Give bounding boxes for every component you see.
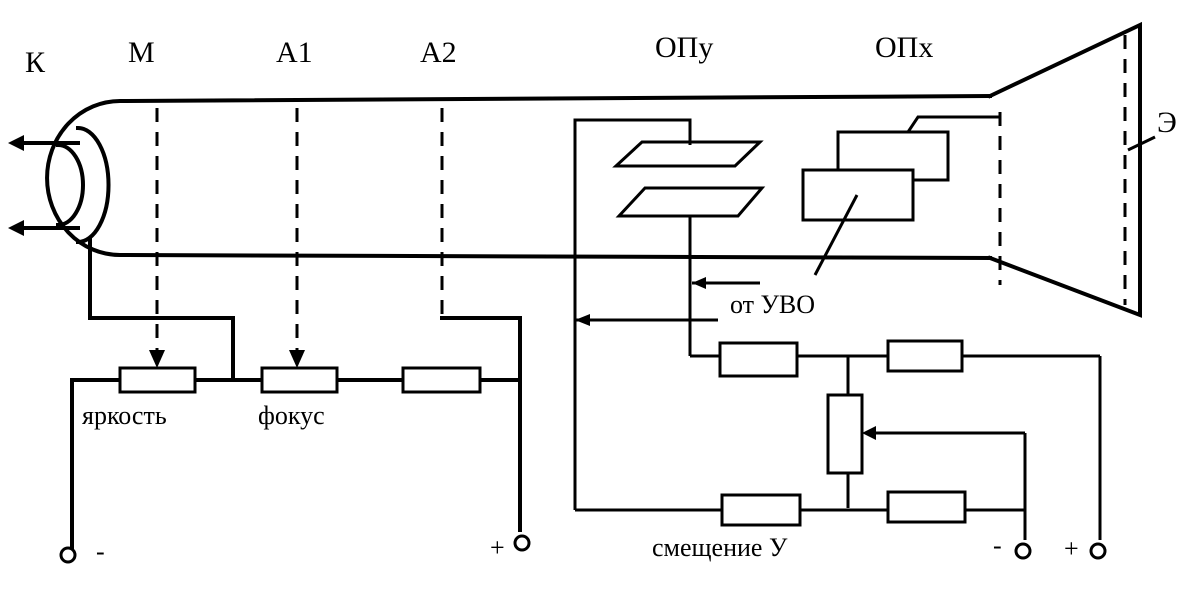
resistor-y-left <box>718 341 799 378</box>
terminal-plus-left-label: + <box>490 533 505 562</box>
plates-x <box>801 115 1000 222</box>
label-cathode: К <box>25 46 46 79</box>
terminal-minus-right-label: - <box>993 531 1002 560</box>
resistor-right-top <box>886 339 964 373</box>
label-modulator: М <box>128 36 155 69</box>
right-circuit-wiring <box>573 118 1102 540</box>
focus-label: фокус <box>258 401 325 430</box>
brightness-resistor[interactable] <box>118 366 197 394</box>
terminal-plus-right[interactable] <box>1089 542 1107 560</box>
label-anode1: А1 <box>276 36 313 69</box>
label-screen: Э <box>1157 106 1177 139</box>
focus-resistor[interactable] <box>260 366 339 394</box>
label-anode2: А2 <box>420 36 457 69</box>
label-plates-y: ОПу <box>655 31 713 64</box>
resistor-right-bottom <box>886 490 967 524</box>
from-uvo-label: от УВО <box>730 290 815 319</box>
left-divider-wiring <box>70 238 522 550</box>
terminal-plus-left[interactable] <box>513 534 531 552</box>
terminal-minus-left[interactable] <box>59 546 77 564</box>
bias-y-label: смещение У <box>652 533 788 562</box>
bias-y-resistor <box>720 493 802 527</box>
terminal-minus-right[interactable] <box>1014 542 1032 560</box>
terminal-minus-left-label: - <box>96 537 105 566</box>
crt-tube <box>45 21 1156 318</box>
brightness-label: яркость <box>82 401 167 430</box>
anode2-resistor <box>401 366 482 394</box>
cathode <box>8 125 111 245</box>
label-plates-x: ОПх <box>875 31 933 64</box>
terminal-plus-right-label: + <box>1064 534 1079 563</box>
bias-y-potentiometer[interactable] <box>826 393 864 475</box>
plates-y <box>612 140 766 218</box>
